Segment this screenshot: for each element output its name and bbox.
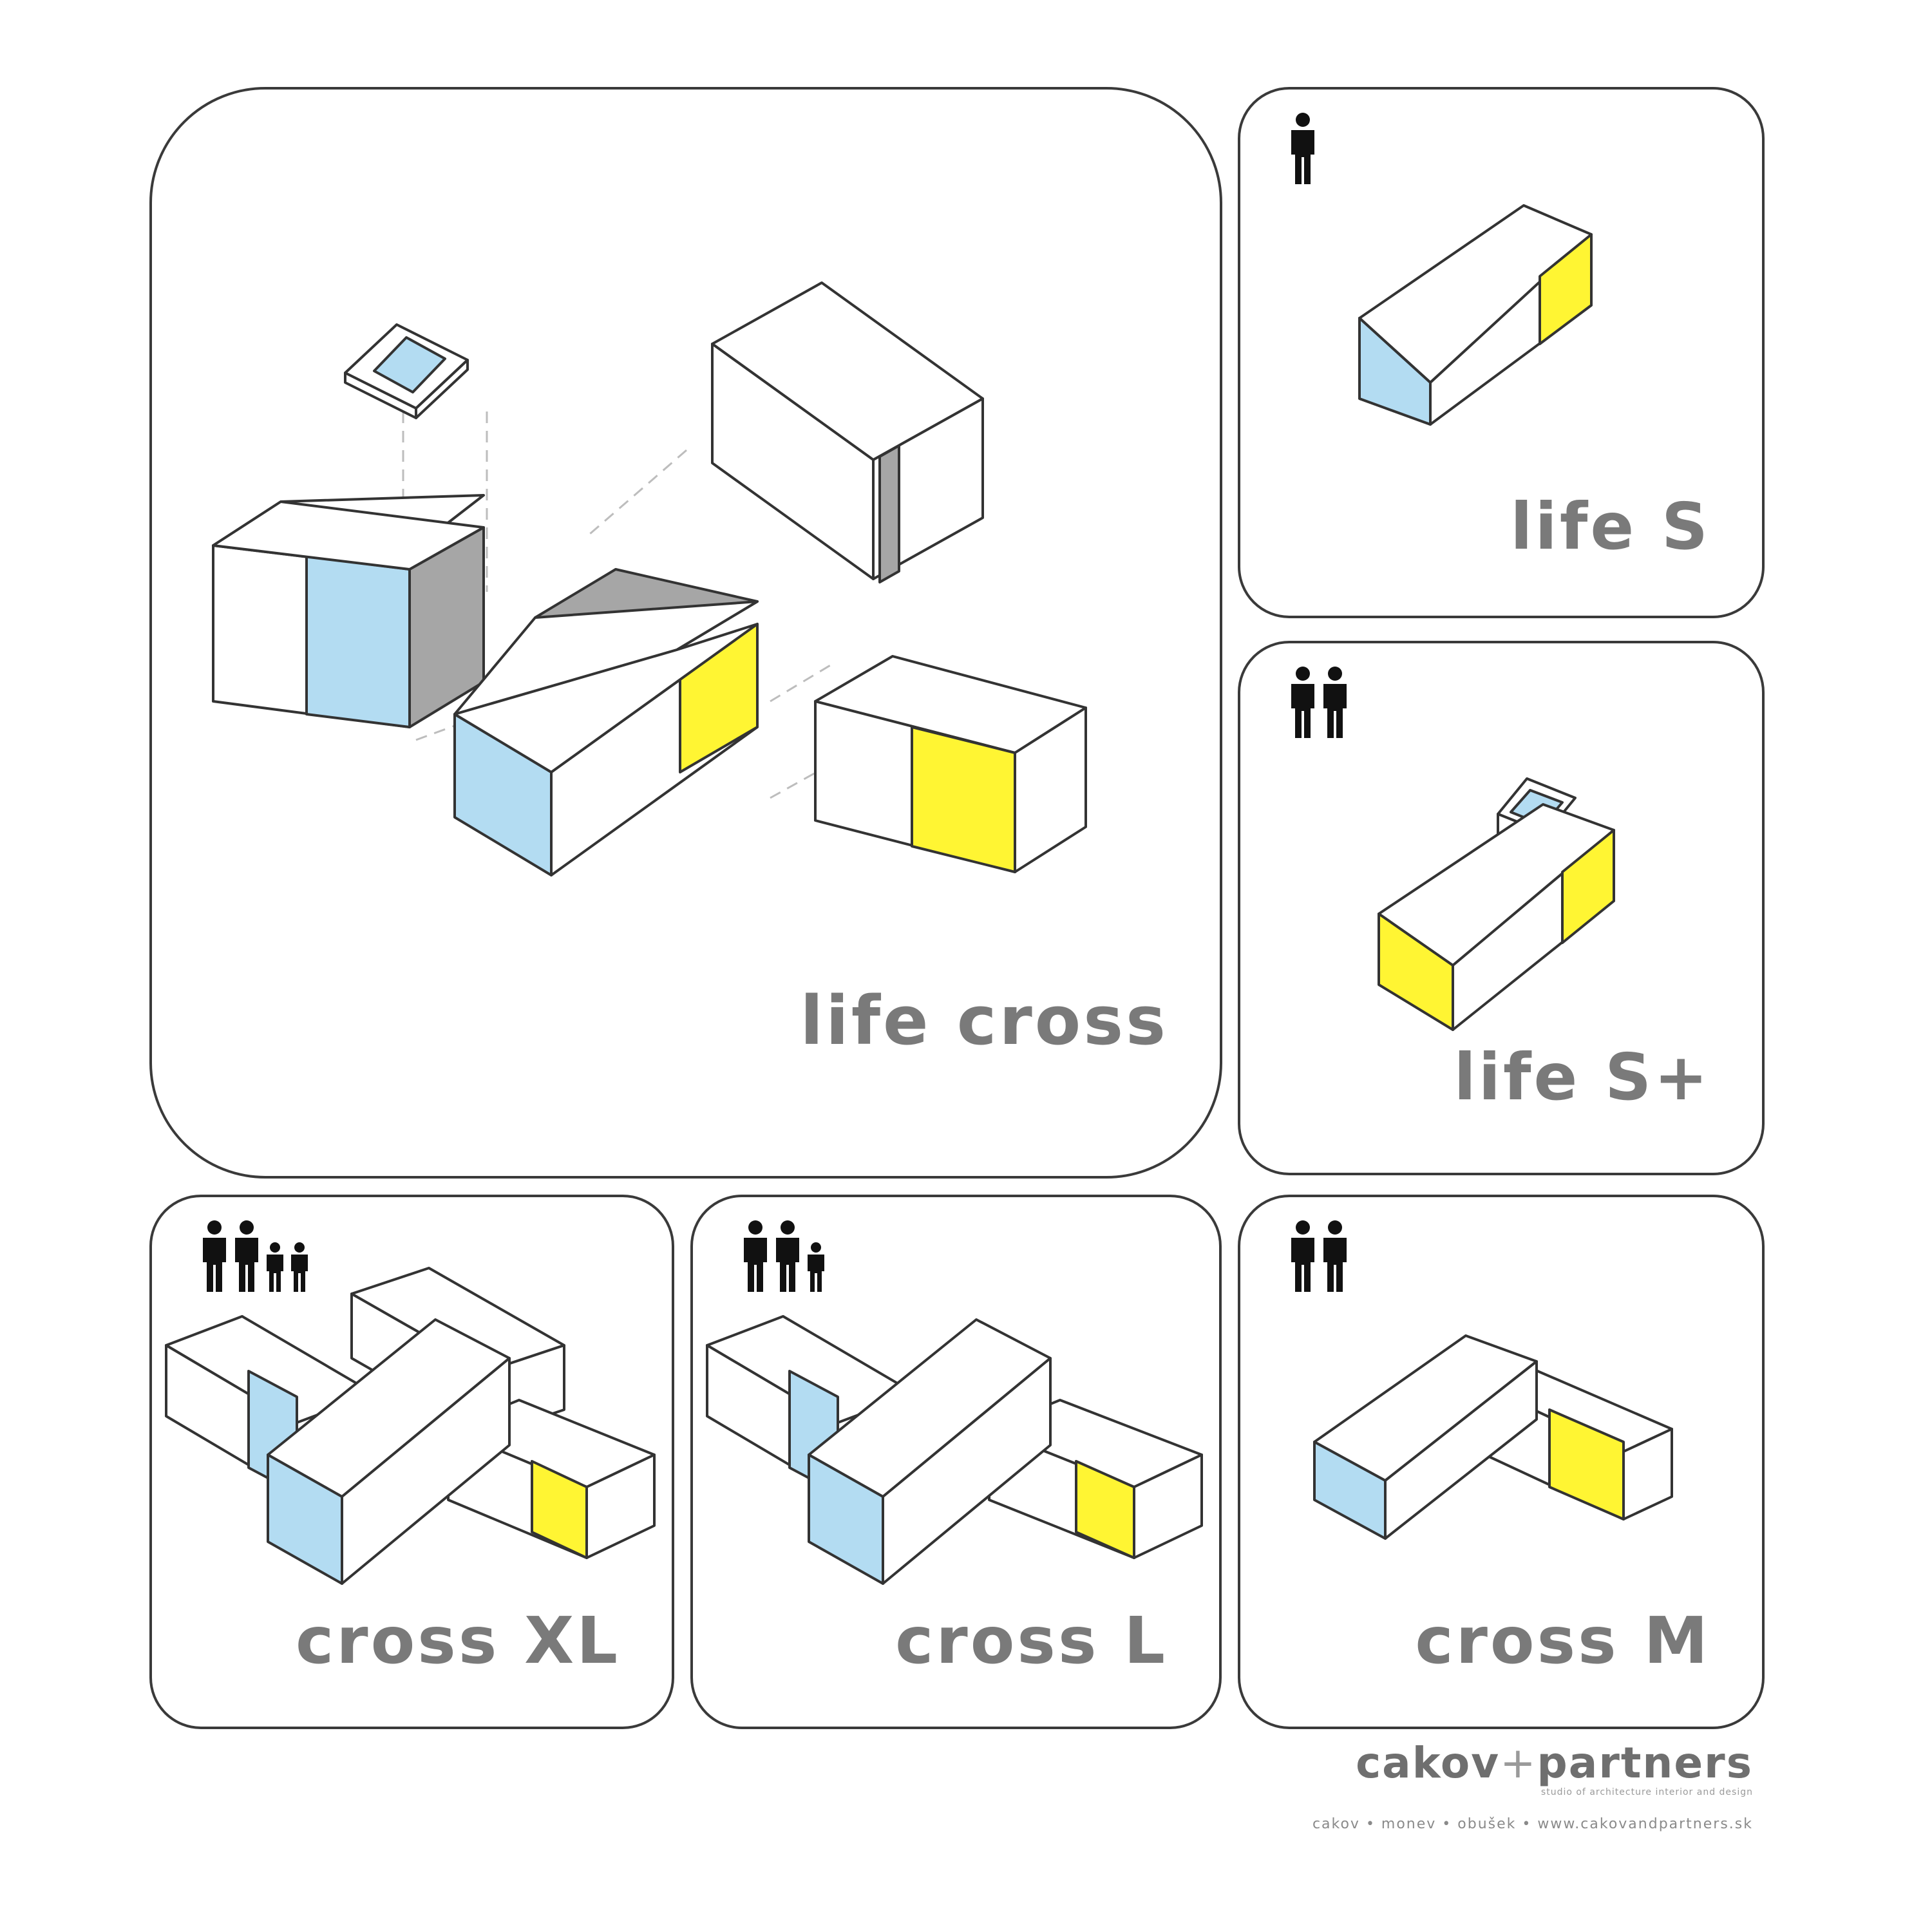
life-cross-exploded-diagram [212,281,1087,876]
brand-name-part1: cakov [1356,1738,1501,1788]
panel-label-life-s-plus: life S+ [1454,1039,1710,1115]
panel-label-life-cross: life cross [800,981,1168,1060]
back-box-module [711,281,984,583]
panel-life-s: life S [1238,87,1765,618]
cross-l-module-diagram [706,1315,1203,1585]
life-s-module-diagram [1358,204,1593,426]
right-box-module [814,655,1087,873]
brand-logo: cakov+partners [1356,1742,1753,1785]
panel-label-cross-m: cross M [1415,1603,1710,1678]
brand-name-part2: partners [1537,1738,1753,1788]
panel-label-cross-l: cross L [895,1603,1168,1678]
occupancy-icons [741,1220,826,1292]
panel-cross-xl: cross XL [149,1195,674,1729]
brand-block: cakov+partners studio of architecture in… [1356,1742,1753,1798]
occupancy-icons [1289,1220,1349,1292]
person-icon [203,1220,226,1292]
panel-cross-l: cross L [690,1195,1222,1729]
panel-life-cross: life cross [149,87,1222,1179]
brand-credits: cakov • monev • obušek • www.cakovandpar… [1312,1816,1753,1832]
panel-life-s-plus: life S+ [1238,641,1765,1175]
person-icon [776,1220,799,1292]
child-icon [808,1242,824,1292]
cross-xl-module-diagram [165,1267,656,1585]
brand-plus: + [1500,1738,1537,1788]
cross-m-module-diagram [1313,1334,1673,1540]
person-icon [744,1220,767,1292]
child-icon [267,1242,283,1292]
brand-tagline: studio of architecture interior and desi… [1540,1787,1753,1797]
person-icon [235,1220,258,1292]
person-icon [1323,1220,1347,1292]
occupancy-icons [1289,112,1317,184]
person-icon [1291,1220,1314,1292]
person-icon [1291,113,1314,184]
skylight-module [344,323,469,419]
central-core-module [453,568,759,876]
left-box-module [212,494,485,728]
child-icon [291,1242,308,1292]
panel-label-cross-xl: cross XL [296,1603,620,1678]
occupancy-icons [1289,666,1349,738]
person-icon [1323,667,1347,738]
occupancy-icons [200,1220,310,1292]
panel-label-life-s: life S [1510,489,1710,564]
panel-cross-m: cross M [1238,1195,1765,1729]
person-icon [1291,667,1314,738]
life-s-plus-module-diagram [1378,777,1615,1031]
